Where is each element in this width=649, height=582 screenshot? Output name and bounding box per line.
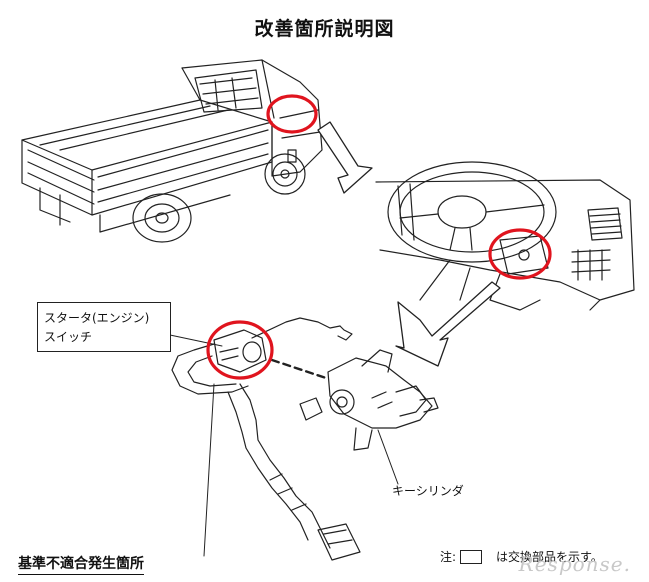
key-cylinder-label: キーシリンダ [392, 484, 464, 498]
dashboard-illustration [375, 161, 635, 311]
watermark-logo: Response. [518, 552, 631, 576]
callout-line2: スイッチ [44, 330, 93, 344]
highlight-circle-switch [206, 320, 274, 380]
legend-box-icon [460, 549, 483, 564]
highlight-circle-truck [266, 94, 318, 134]
note-suffix: は交換部品を示す。 [496, 550, 603, 564]
diagram-title: 改善箇所説明図 [254, 18, 395, 40]
key-cylinder-illustration [299, 349, 439, 451]
truck-illustration [21, 59, 323, 243]
nonconformity-site-label: 基準不適合発生箇所 [18, 553, 144, 575]
highlight-circle-dashboard [488, 228, 552, 280]
starter-switch-illustration [171, 317, 361, 561]
callout-line1: スタータ(エンジン) [44, 311, 150, 325]
legend-note: 注: は交換部品を示す。 [440, 548, 603, 565]
note-prefix: 注: [440, 550, 457, 564]
starter-switch-callout: スタータ(エンジン) スイッチ [37, 302, 171, 352]
